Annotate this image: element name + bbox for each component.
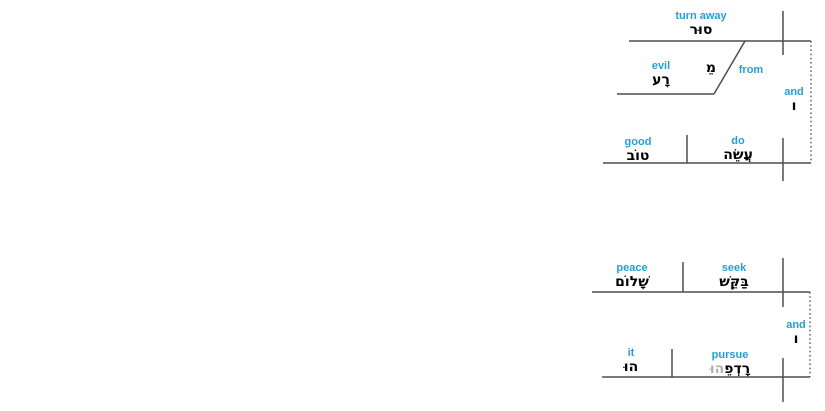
hebrew-evil: רָע	[652, 72, 670, 88]
word-and-bottom: and ו	[786, 319, 806, 347]
gloss-peace: peace	[616, 262, 648, 274]
gloss-and-top: and	[784, 86, 804, 98]
word-pursue: pursue רָדְפֵהוּ	[710, 349, 750, 377]
word-from-gloss: from	[739, 64, 763, 76]
hebrew-pursue-suffix: הוּ	[709, 361, 725, 377]
hebrew-peace: שָׁלוֹם	[615, 274, 649, 290]
word-and-top: and ו	[784, 86, 804, 114]
hebrew-it: הוּ	[623, 359, 639, 375]
word-from-hebrew: מֵ	[706, 60, 716, 76]
gloss-and-bottom: and	[786, 319, 806, 331]
hebrew-pursue: רָדְפֵהוּ	[710, 361, 750, 377]
word-seek: seek בַּקֵּשׁ	[719, 262, 748, 290]
hebrew-turn-away: סוּר	[689, 22, 713, 38]
hebrew-pursue-stem: רָדְפֵ	[724, 361, 751, 377]
preposition-slant-line	[713, 40, 746, 95]
word-evil: evil רָע	[652, 60, 670, 88]
hebrew-and-bottom: ו	[793, 331, 799, 347]
word-good: good טוֹב	[625, 136, 652, 164]
hebrew-and-top: ו	[791, 98, 797, 114]
gloss-evil: evil	[651, 60, 671, 72]
gloss-do: do	[731, 135, 745, 147]
gloss-it: it	[627, 347, 635, 359]
word-it: it הוּ	[624, 347, 638, 375]
word-peace: peace שָׁלוֹם	[615, 262, 649, 290]
hebrew-seek: בַּקֵּשׁ	[719, 274, 749, 290]
gloss-from: from	[738, 64, 764, 76]
gloss-turn-away: turn away	[675, 10, 727, 22]
hebrew-from: מֵ	[705, 60, 717, 76]
gloss-seek: seek	[721, 262, 747, 274]
gloss-good: good	[624, 136, 652, 148]
hebrew-good: טוֹב	[626, 148, 650, 164]
hebrew-do: עֲשֵׂה	[723, 147, 753, 163]
word-do: do עֲשֵׂה	[723, 135, 753, 163]
gloss-pursue: pursue	[711, 349, 749, 361]
word-turn-away: turn away סוּר	[675, 10, 726, 38]
